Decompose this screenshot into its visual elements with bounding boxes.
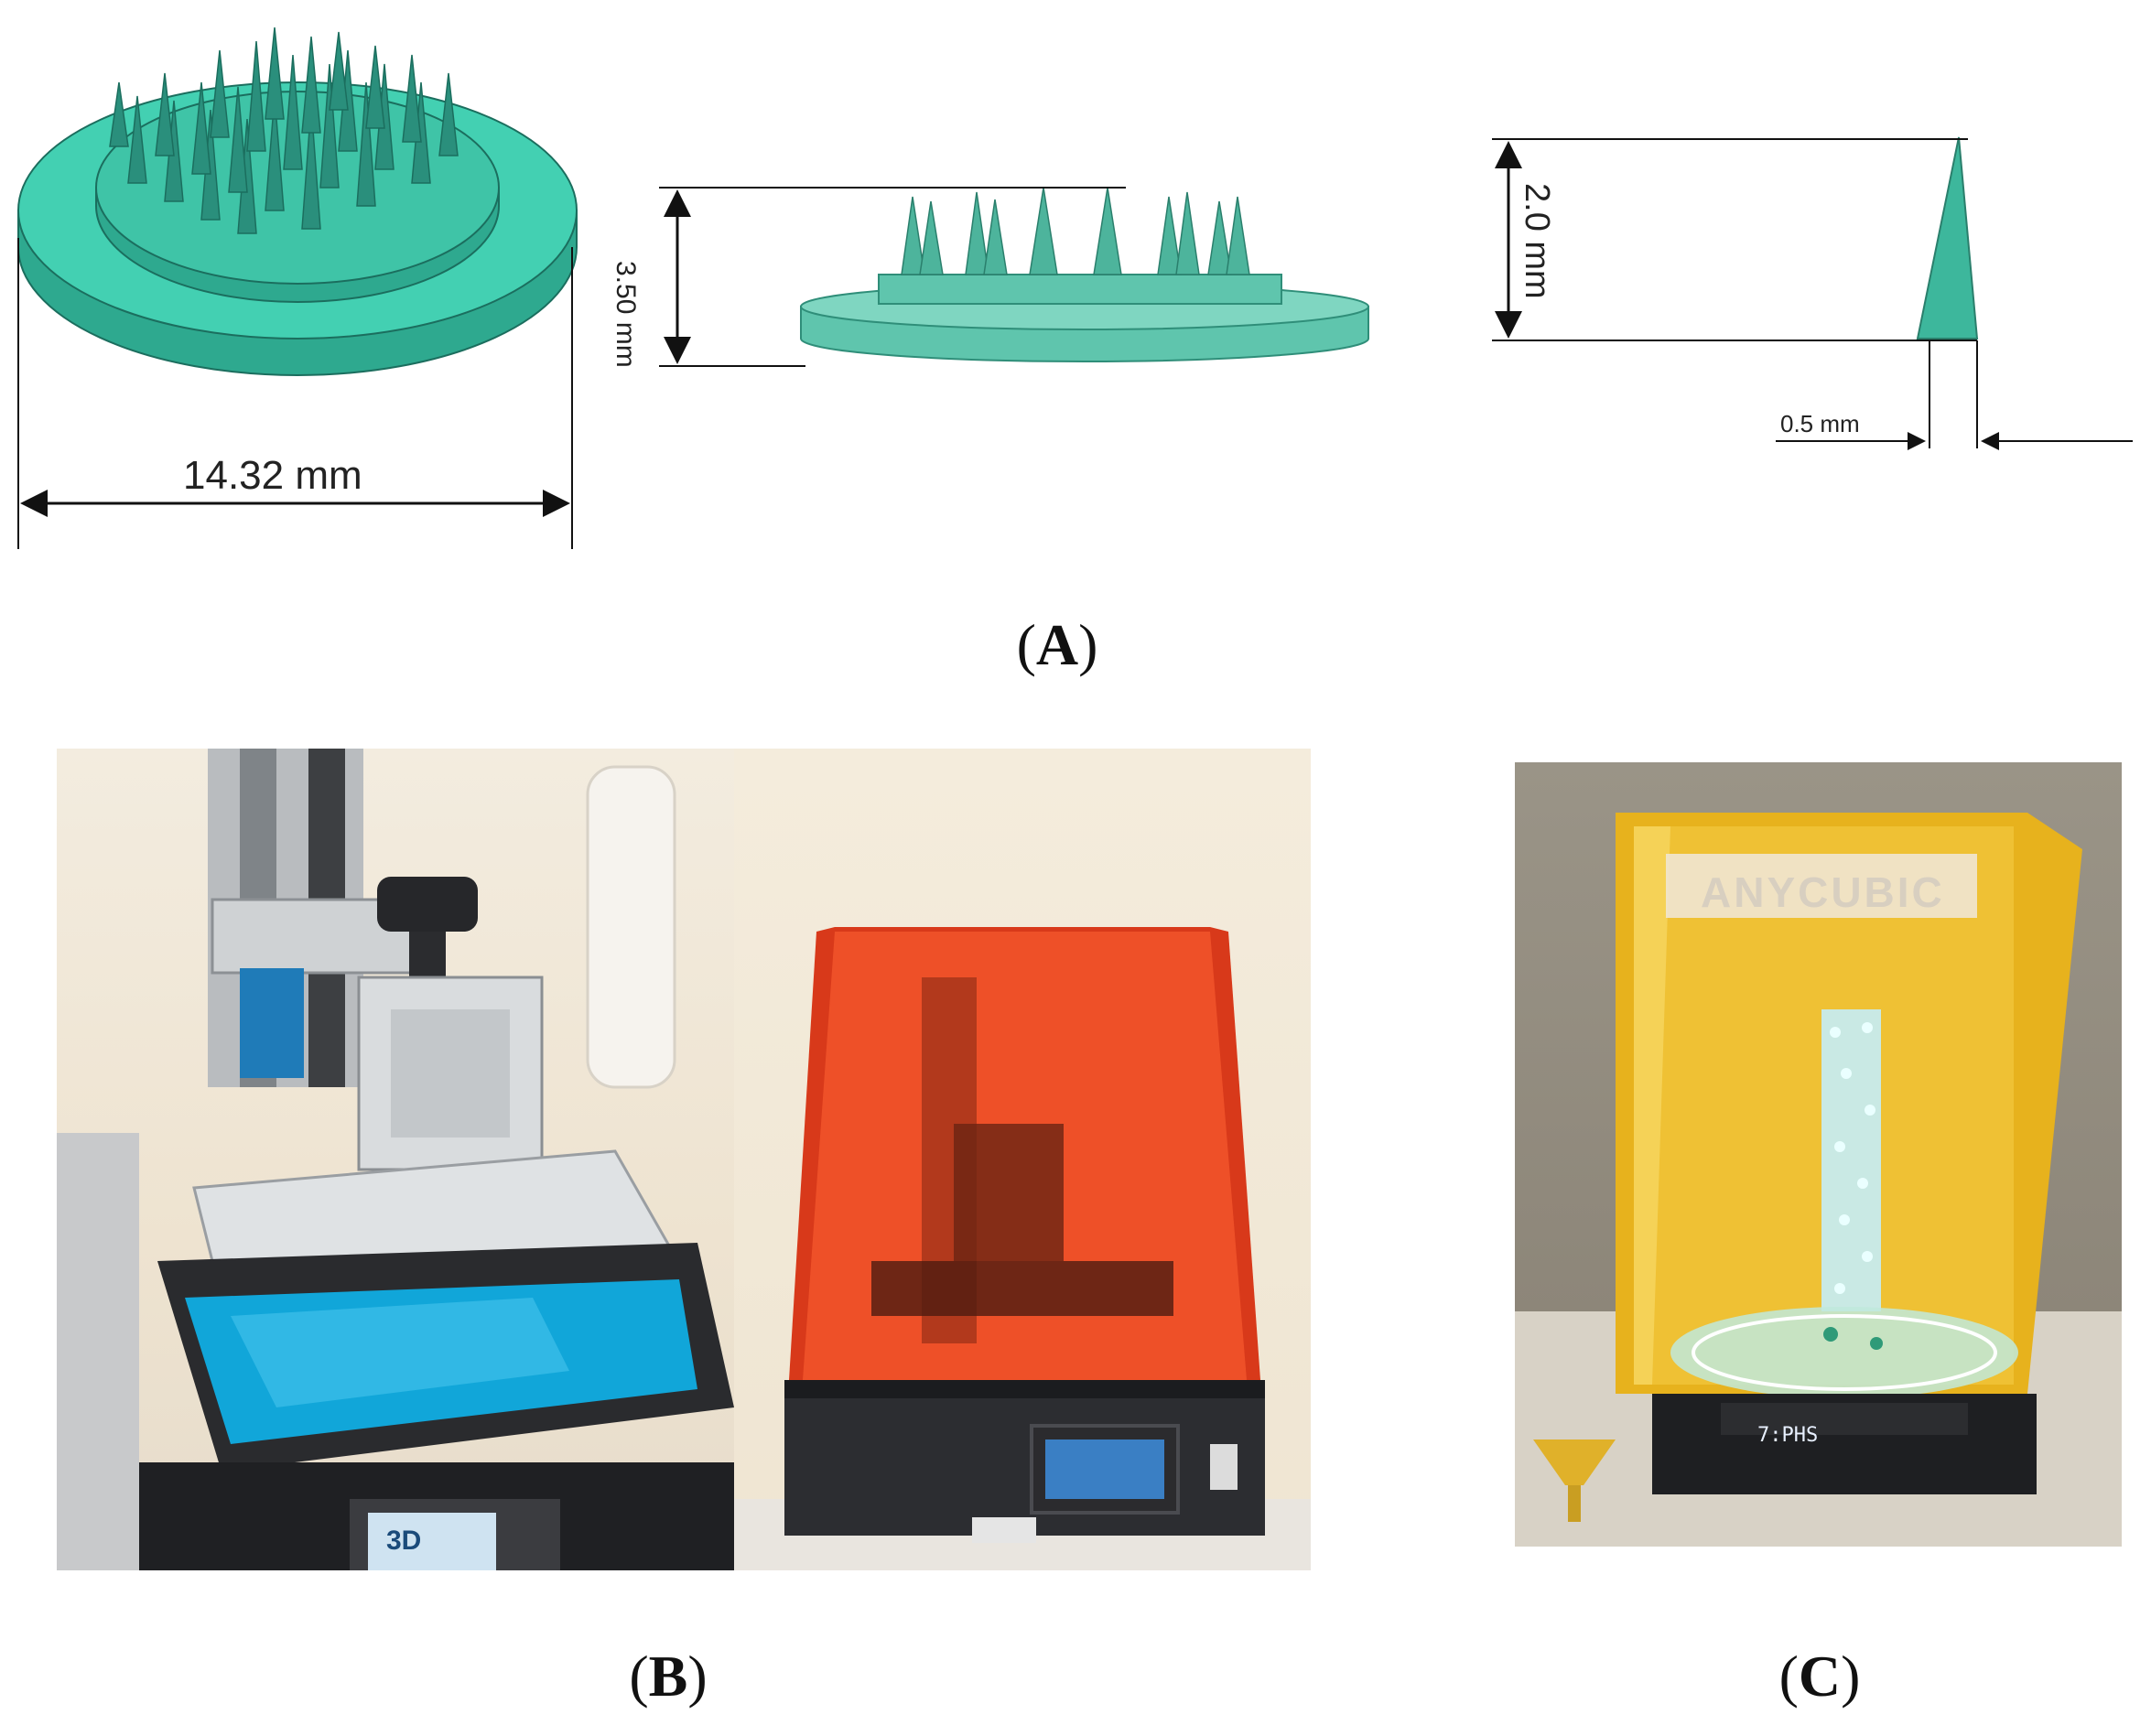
panel-b-photo-left: 3D: [57, 749, 734, 1570]
patch-isometric-view: [17, 27, 578, 376]
panel-b-photo-right: [734, 749, 1311, 1570]
caption-c: (C): [1778, 1644, 1861, 1709]
needle-base-label: 0.5 mm: [1780, 410, 1860, 437]
anycubic-brand-text: ANYCUBIC: [1701, 868, 1945, 916]
caption-a: (A): [1016, 612, 1098, 677]
diameter-label: 14.32 mm: [183, 453, 362, 498]
timer-display-text: 7:PHS: [1757, 1424, 1819, 1447]
patch-side-view: [800, 187, 1369, 362]
single-needle-view: [1916, 136, 1979, 340]
screen-3d-text: 3D: [386, 1526, 421, 1556]
needle-height-label: 2.0 mm: [1518, 183, 1556, 299]
caption-b: (B): [629, 1644, 708, 1709]
panel-a-drawing: [17, 27, 2133, 549]
panel-c-photo: [1515, 762, 2122, 1547]
height-label: 3.50 mm: [611, 261, 641, 368]
